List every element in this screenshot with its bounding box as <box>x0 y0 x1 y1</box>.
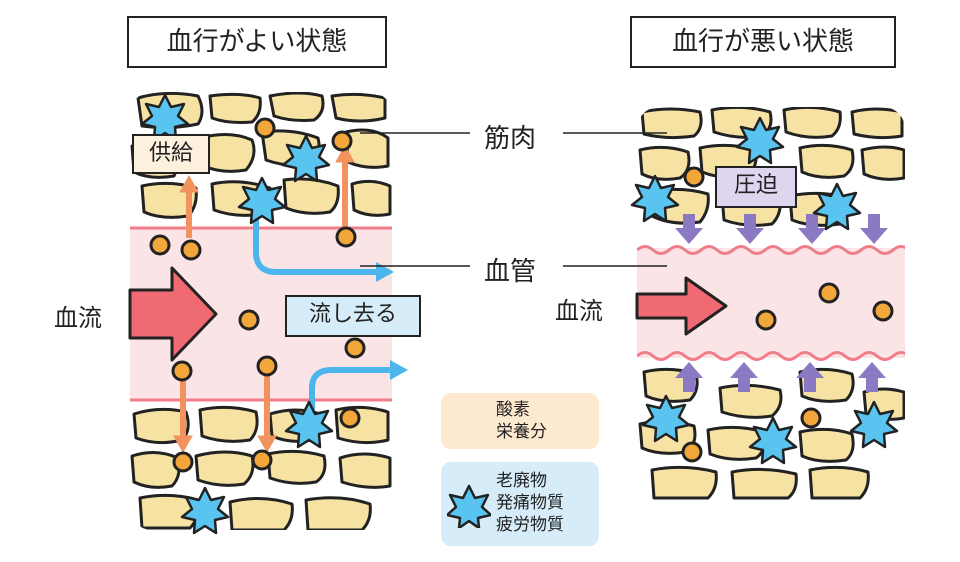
vessel-wall-top-right <box>637 245 905 255</box>
supply-arrows <box>173 144 355 454</box>
flush-arrowheads <box>376 262 408 380</box>
nutrient-dot-icon <box>339 407 361 429</box>
vessel-label: 血管 <box>484 257 537 287</box>
waste-star-icon <box>641 394 691 443</box>
waste-star-icon <box>237 176 287 225</box>
waste-star-icon <box>812 182 862 231</box>
leader-lines <box>360 132 667 267</box>
nutrient-dot-icon <box>335 226 357 248</box>
pressure-tag: 圧迫 <box>715 166 797 208</box>
legend-oxygen: 酸素 <box>496 400 530 420</box>
legend-fatigue-substances: 疲労物質 <box>496 515 564 535</box>
title-poor-circulation: 血行が悪い状態 <box>630 16 896 68</box>
waste-star-icon <box>630 174 680 223</box>
waste-star-icon <box>180 486 230 535</box>
nutrient-dot-icon <box>331 130 353 152</box>
legend-waste-products: 老廃物 <box>496 471 547 491</box>
blood-flow-label-left: 血流 <box>54 304 102 332</box>
nutrient-dots-left <box>149 117 366 473</box>
title-good-circulation: 血行がよい状態 <box>127 16 387 68</box>
nutrient-dot-icon <box>256 355 278 377</box>
muscle-cells-lower-right <box>638 367 905 500</box>
nutrient-dot-icon <box>755 309 777 331</box>
pressure-arrows <box>675 214 888 392</box>
waste-star-icon <box>735 116 785 165</box>
muscle-cells-lower <box>130 405 392 530</box>
nutrient-dot-icon <box>254 117 276 139</box>
nutrient-dot-icon <box>238 309 260 331</box>
flush-tag: 流し去る <box>285 295 421 337</box>
legend-nutrients-text: 酸素 栄養分 <box>496 399 547 443</box>
blood-flow-arrow-left <box>128 266 218 362</box>
legend-nutrients-box <box>441 393 599 449</box>
nutrient-dot-icon <box>149 234 171 256</box>
waste-star-icon <box>140 93 190 142</box>
muscle-label: 筋肉 <box>484 124 537 154</box>
nutrient-dots-right <box>681 166 894 463</box>
waste-star-icon <box>281 134 331 183</box>
nutrient-dot-icon <box>872 300 894 322</box>
nutrient-dot-icon <box>180 239 202 261</box>
waste-stars-right <box>630 116 899 465</box>
legend-waste-text: 老廃物 発痛物質 疲労物質 <box>496 470 564 536</box>
waste-star-icon <box>748 416 798 465</box>
nutrient-dot-icon <box>171 360 193 382</box>
nutrient-dot-icon <box>251 449 273 471</box>
waste-star-icon <box>284 400 334 449</box>
flush-arrows <box>253 209 395 413</box>
waste-star-icon <box>447 484 491 528</box>
waste-star-icon <box>849 400 899 449</box>
waste-stars-left <box>140 93 334 535</box>
blood-flow-label-right: 血流 <box>555 297 603 325</box>
nutrient-dot-icon <box>681 441 703 463</box>
nutrient-dot-icon <box>683 166 705 188</box>
legend-pain-substances: 発痛物質 <box>496 493 564 513</box>
nutrient-dot-icon <box>818 282 840 304</box>
vessel-wall-bottom-right <box>637 351 905 361</box>
supply-tag: 供給 <box>132 134 210 174</box>
legend-nutrition: 栄養分 <box>496 422 547 442</box>
nutrient-dot-icon <box>172 451 194 473</box>
nutrient-dot-icon <box>344 337 366 359</box>
blood-flow-arrow-right <box>635 276 728 336</box>
nutrient-dot-icon <box>800 407 822 429</box>
